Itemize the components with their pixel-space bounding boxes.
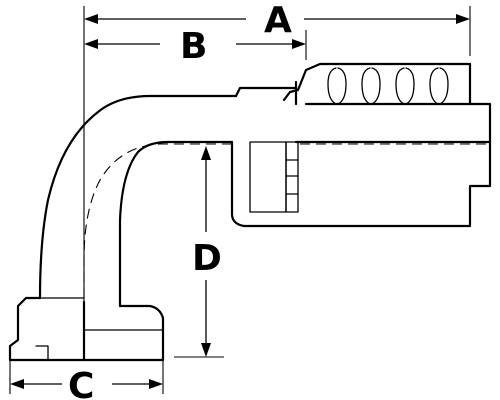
body-shoulder <box>230 86 298 228</box>
dimension-a-label: A <box>264 0 292 41</box>
elbow-body <box>38 94 238 300</box>
dimension-d-line <box>201 146 211 357</box>
dimension-b-line <box>84 39 306 49</box>
hex-nut <box>249 62 472 213</box>
dimension-d-label: D <box>192 238 222 279</box>
dimension-b-label: B <box>180 26 207 67</box>
extension-lines <box>9 6 471 394</box>
dimension-a-line <box>84 14 470 24</box>
flange <box>8 294 165 362</box>
dimension-c-line <box>10 379 163 389</box>
socket-ferrule <box>294 62 492 228</box>
dimension-c-label: C <box>68 366 94 400</box>
